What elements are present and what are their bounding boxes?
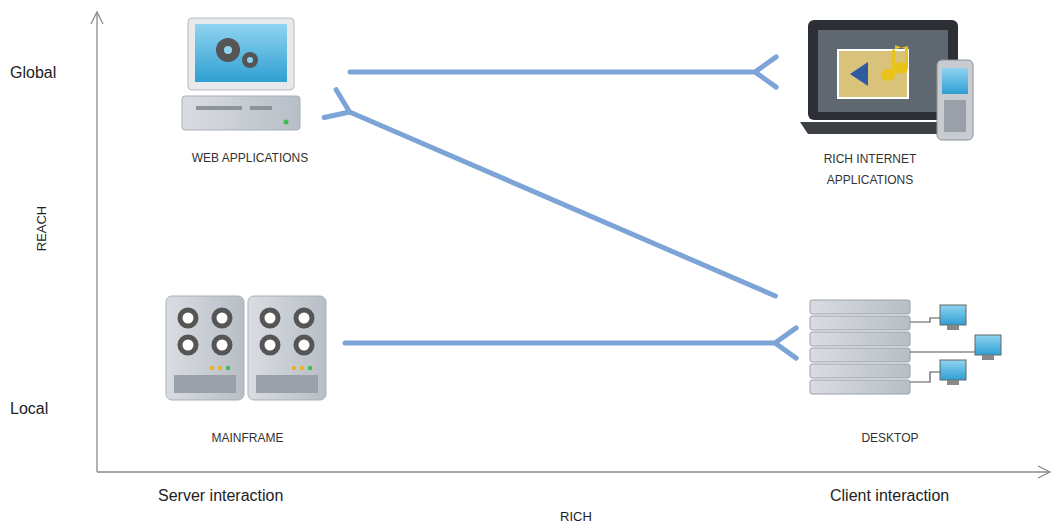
flow-arrow — [324, 90, 775, 296]
application-node: RICH INTERNET APPLICATIONS — [760, 15, 980, 195]
arrow-shaft — [350, 112, 776, 296]
web-computer-icon — [182, 18, 300, 130]
application-node: MAINFRAME — [155, 292, 340, 453]
axes — [91, 12, 1050, 478]
arrow-head — [755, 57, 776, 87]
application-node: DESKTOP — [780, 292, 1000, 453]
axis-tick-label: Local — [10, 400, 48, 418]
arrow-head — [775, 328, 796, 358]
axis-title: RICH — [560, 509, 592, 524]
node-label: RICH INTERNET APPLICATIONS — [795, 149, 945, 191]
application-node: WEB APPLICATIONS — [155, 15, 345, 173]
axis-end-label: Client interaction — [830, 487, 949, 505]
node-label: MAINFRAME — [163, 428, 333, 449]
arrow-head — [324, 90, 349, 118]
node-label: DESKTOP — [805, 428, 975, 449]
icon-space — [155, 292, 340, 428]
mainframe-icon — [166, 296, 326, 400]
desktop-network-icon — [810, 300, 1001, 394]
axis-tick-label: Global — [10, 64, 56, 82]
arrow-shaft — [345, 341, 775, 346]
icon-space — [780, 292, 1000, 428]
node-label: WEB APPLICATIONS — [160, 148, 340, 169]
icon-space — [760, 15, 980, 149]
icon-space — [155, 15, 345, 148]
flow-arrow — [350, 57, 776, 87]
axis-end-label: Server interaction — [158, 487, 283, 505]
laptop-phone-icon — [800, 20, 973, 140]
flow-arrow — [345, 328, 796, 358]
axis-title: REACH — [34, 205, 49, 251]
arrow-shaft — [350, 70, 755, 75]
